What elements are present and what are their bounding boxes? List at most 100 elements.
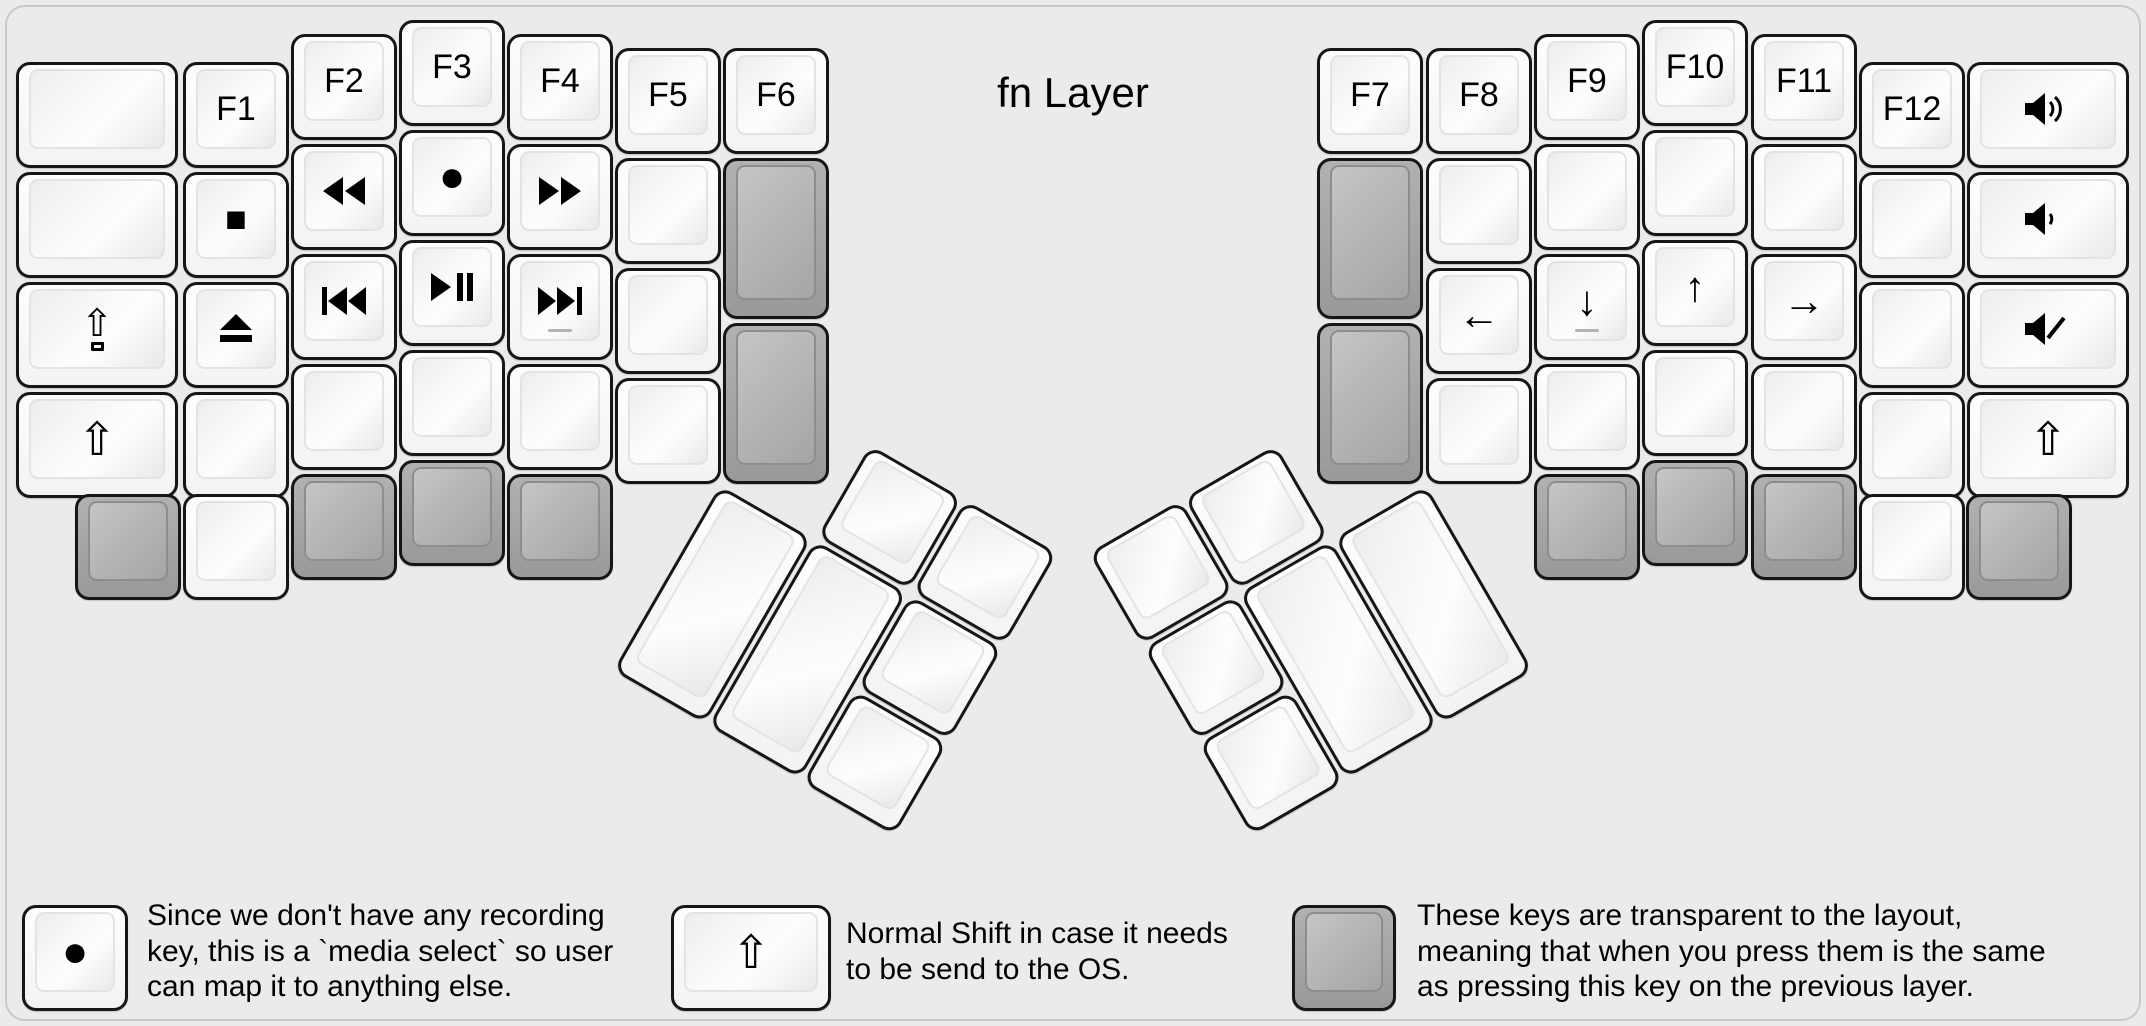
key-f4-label: F4 bbox=[540, 62, 580, 100]
key-mute bbox=[1967, 282, 2129, 388]
volume-up-icon bbox=[2025, 93, 2062, 125]
key-rewind-cap bbox=[304, 151, 384, 231]
key-f6-cap: F6 bbox=[736, 55, 816, 135]
key-arrow-left-cap: ← bbox=[1439, 275, 1519, 355]
key-blank-r3r2 bbox=[1534, 144, 1640, 250]
key-transparent-inner-r-b-cap bbox=[1330, 330, 1410, 465]
legend-text-record: Since we don't have any recording key, t… bbox=[147, 899, 614, 1003]
key-f1: F1 bbox=[183, 62, 289, 168]
key-f4-cap: F4 bbox=[520, 41, 600, 121]
key-transparent-bottom-l5-cap bbox=[520, 481, 600, 561]
key-blank-left-outer-1 bbox=[16, 62, 178, 168]
key-blank-l6r2 bbox=[615, 158, 721, 264]
key-prev-track-cap bbox=[304, 261, 384, 341]
key-eject bbox=[183, 282, 289, 388]
key-f11: F11 bbox=[1751, 34, 1857, 140]
key-transparent-inner-r-a bbox=[1317, 158, 1423, 319]
key-shift-right-cap: ⇧ bbox=[1980, 399, 2116, 479]
key-blank-left-outer-2 bbox=[16, 172, 178, 278]
stop-icon: ■ bbox=[225, 198, 247, 239]
key-f8-label: F8 bbox=[1459, 76, 1499, 114]
key-f10-label: F10 bbox=[1665, 48, 1725, 86]
legend-record-key-cap: ● bbox=[35, 912, 115, 992]
key-f7-cap: F7 bbox=[1330, 55, 1410, 135]
key-prev-track bbox=[291, 254, 397, 360]
eject-icon bbox=[220, 314, 252, 342]
key-f6-label: F6 bbox=[756, 76, 796, 114]
rewind-icon bbox=[323, 177, 365, 205]
key-transparent-inner-r-b bbox=[1317, 323, 1423, 484]
shift-icon: ⇧ bbox=[731, 926, 771, 978]
legend-record-key: ● bbox=[22, 905, 128, 1011]
key-f2: F2 bbox=[291, 34, 397, 140]
key-arrow-up: ↑ bbox=[1642, 240, 1748, 346]
key-transparent-inner-r-a-cap bbox=[1330, 165, 1410, 300]
key-blank-r5r2-cap bbox=[1764, 151, 1844, 231]
key-f2-label: F2 bbox=[324, 62, 364, 100]
record-icon: ● bbox=[61, 927, 89, 976]
key-f12-label: F12 bbox=[1882, 90, 1942, 128]
key-f3-cap: F3 bbox=[412, 27, 492, 107]
key-transparent-bottom-r4 bbox=[1642, 460, 1748, 566]
key-shift-left: ⇧ bbox=[16, 392, 178, 498]
key-f5-label: F5 bbox=[648, 76, 688, 114]
fast-forward-icon bbox=[539, 177, 581, 205]
key-blank-l2r4-cap bbox=[196, 399, 276, 479]
key-blank-r3r4 bbox=[1534, 364, 1640, 470]
key-volume-up-cap bbox=[1980, 69, 2116, 149]
record-icon: ● bbox=[438, 152, 466, 201]
key-f7: F7 bbox=[1317, 48, 1423, 154]
key-mute-cap bbox=[1980, 289, 2116, 369]
next-track-icon bbox=[538, 287, 582, 315]
key-shift-left-cap: ⇧ bbox=[29, 399, 165, 479]
arrow-right-icon: → bbox=[1783, 277, 1825, 324]
volume-down-icon bbox=[2025, 203, 2054, 235]
key-blank-l5r4 bbox=[507, 364, 613, 470]
legend-transparent-key bbox=[1292, 905, 1396, 1011]
key-f5: F5 bbox=[615, 48, 721, 154]
key-transparent-inner-l-b-cap bbox=[736, 330, 816, 465]
legend-transparent-key-cap bbox=[1305, 912, 1383, 992]
key-next-track-cap bbox=[520, 261, 600, 341]
legend-text-transparent: These keys are transparent to the layout… bbox=[1417, 899, 2046, 1003]
mute-icon bbox=[2025, 313, 2066, 345]
key-blank-r5r4-cap bbox=[1764, 371, 1844, 451]
key-volume-up bbox=[1967, 62, 2129, 168]
key-blank-r6r4-cap bbox=[1872, 399, 1952, 479]
key-blank-r6r2 bbox=[1859, 172, 1965, 278]
key-blank-r4r2-cap bbox=[1655, 137, 1735, 217]
key-arrow-down-cap: ↓ bbox=[1547, 261, 1627, 341]
thumb-left-top-2-cap bbox=[933, 512, 1043, 622]
legend-text-shift: Normal Shift in case it needs to be send… bbox=[846, 917, 1228, 986]
key-blank-l6r4 bbox=[615, 378, 721, 484]
layer-title: fn Layer bbox=[997, 69, 1149, 116]
key-transparent-bottom-r4-cap bbox=[1655, 467, 1735, 547]
key-f3: F3 bbox=[399, 20, 505, 126]
thumb-right-top-2-cap bbox=[1103, 512, 1213, 622]
key-f5-cap: F5 bbox=[628, 55, 708, 135]
legend-shift-key: ⇧ bbox=[671, 905, 831, 1011]
key-blank-l6r3 bbox=[615, 268, 721, 374]
key-blank-r6r3-cap bbox=[1872, 289, 1952, 369]
play-pause-icon bbox=[431, 273, 473, 301]
key-transparent-bottom-l4 bbox=[399, 460, 505, 566]
key-transparent-inner-l-a bbox=[723, 158, 829, 319]
key-f3-label: F3 bbox=[432, 48, 472, 86]
key-transparent-bottom-l1 bbox=[75, 494, 181, 600]
key-blank-r6r2-cap bbox=[1872, 179, 1952, 259]
key-arrow-right-cap: → bbox=[1764, 261, 1844, 341]
key-blank-l3r4 bbox=[291, 364, 397, 470]
key-f12-cap: F12 bbox=[1872, 69, 1952, 149]
homing-dash bbox=[1575, 329, 1599, 332]
key-transparent-bottom-r5-cap bbox=[1764, 481, 1844, 561]
key-volume-down-cap bbox=[1980, 179, 2116, 259]
arrow-up-icon: ↑ bbox=[1684, 263, 1706, 310]
key-shift-right: ⇧ bbox=[1967, 392, 2129, 498]
key-eject-cap bbox=[196, 289, 276, 369]
key-f10-cap: F10 bbox=[1655, 27, 1735, 107]
key-blank-r5r4 bbox=[1751, 364, 1857, 470]
key-transparent-bottom-l3 bbox=[291, 474, 397, 580]
key-transparent-bottom-r7-cap bbox=[1979, 501, 2059, 581]
shift-icon: ⇧ bbox=[2028, 413, 2068, 465]
key-blank-r3r2-cap bbox=[1547, 151, 1627, 231]
